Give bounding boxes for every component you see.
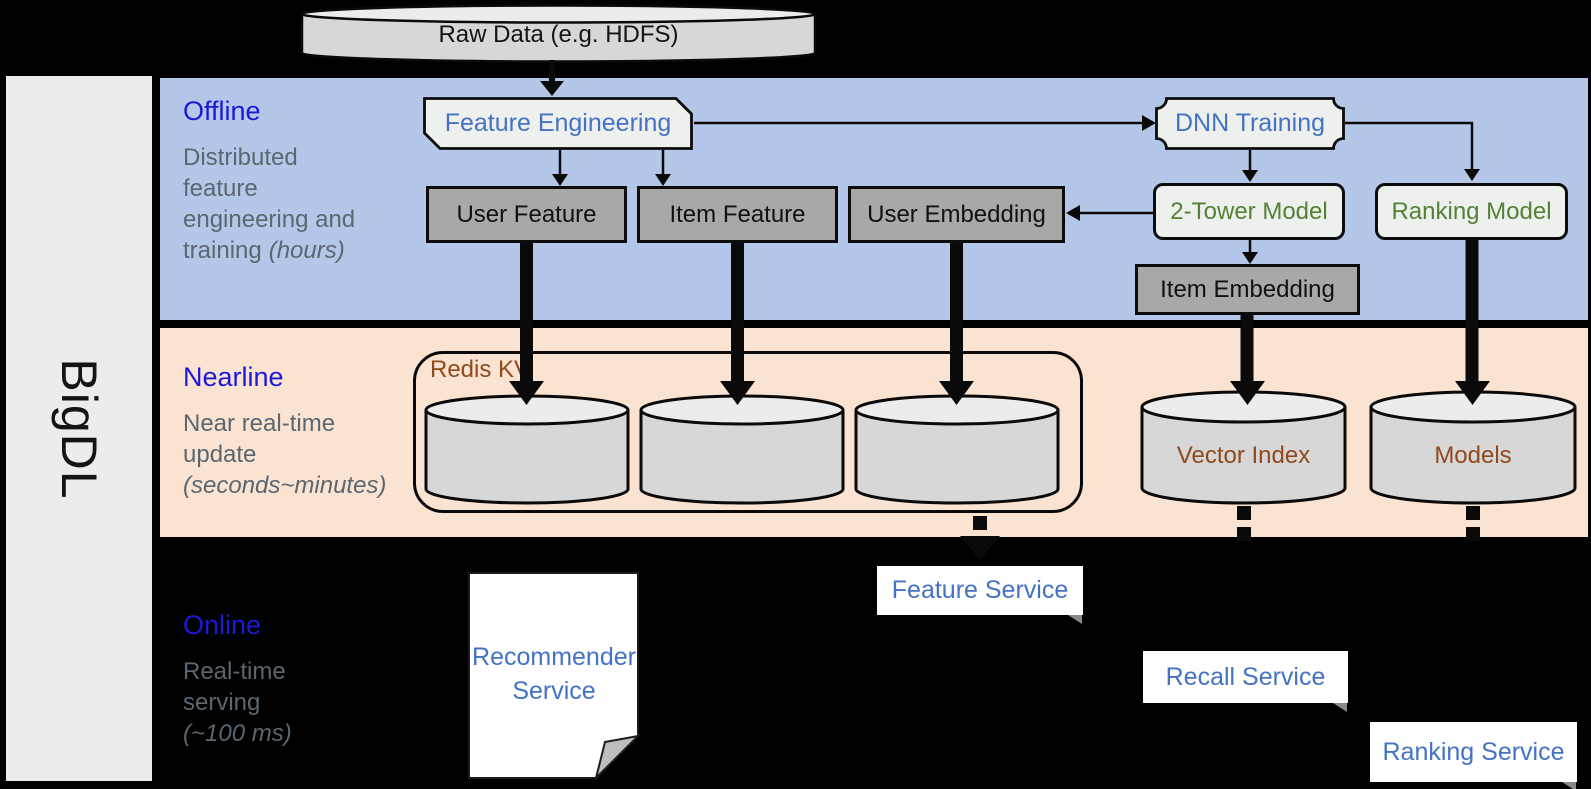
recommender-service-node: Recommender Service — [468, 572, 640, 780]
feature-service-node: Feature Service — [877, 566, 1083, 624]
offline-section-label: Offline Distributed feature engineering … — [183, 96, 423, 266]
desc-line: training(hours) — [183, 235, 423, 266]
cylinder-shape — [639, 394, 845, 505]
feature-engineering-node: Feature Engineering — [423, 97, 693, 150]
models-store: Models — [1369, 390, 1577, 505]
bigdl-brand-label: BigDL — [51, 357, 107, 500]
online-description: Real-time serving (~100 ms) — [183, 656, 423, 749]
plaque-shape — [1155, 97, 1345, 150]
offline-title: Offline — [183, 96, 261, 126]
ranking-service-node: Ranking Service — [1370, 722, 1577, 789]
two-tower-model-node: 2-Tower Model — [1153, 183, 1345, 240]
desc-qualifier: (seconds~minutes) — [183, 472, 387, 499]
item-feature-node: Item Feature — [637, 186, 838, 243]
bigdl-sidebar: BigDL — [6, 76, 152, 781]
offline-description: Distributed feature engineering and trai… — [183, 142, 423, 266]
online-title: Online — [183, 610, 262, 640]
redis-kv-container — [413, 351, 1083, 513]
user-embedding-node: User Embedding — [848, 186, 1065, 243]
dnn-training-label: DNN Training — [1174, 109, 1326, 137]
desc-line: update — [183, 441, 257, 468]
desc-line: Real-time — [183, 658, 286, 685]
nearline-description: Near real-time update (seconds~minutes) — [183, 408, 423, 501]
nearline-title: Nearline — [183, 362, 284, 392]
recall-service-node: Recall Service — [1143, 651, 1348, 712]
vector-index-store: Vector Index — [1140, 390, 1347, 505]
cylinder-shape — [424, 394, 630, 505]
raw-data-store: Raw Data (e.g. HDFS) — [300, 4, 817, 63]
recommender-service-label: Recommender Service — [472, 643, 636, 705]
nearline-section-label: Nearline Near real-time update (seconds~… — [183, 362, 423, 501]
item-embedding-node: Item Embedding — [1135, 264, 1360, 315]
online-section-label: Online Real-time serving (~100 ms) — [183, 610, 423, 749]
cylinder-shape — [1369, 390, 1577, 505]
redis-shard-cylinder — [854, 394, 1060, 505]
desc-qualifier: (hours) — [268, 237, 345, 264]
snip-corner-shape — [423, 97, 693, 150]
models-label: Models — [1434, 441, 1512, 469]
desc-line: Distributed — [183, 144, 298, 171]
desc-text: training — [183, 237, 262, 264]
redis-shard-cylinder — [639, 394, 845, 505]
cylinder-shape — [300, 4, 817, 63]
document-shape — [468, 572, 640, 780]
desc-line: Near real-time — [183, 410, 336, 437]
feature-engineering-label: Feature Engineering — [444, 109, 672, 137]
cylinder-shape — [854, 394, 1060, 505]
desc-line: (seconds~minutes) — [183, 470, 423, 501]
dnn-training-node: DNN Training — [1155, 97, 1345, 150]
desc-line: engineering and — [183, 206, 356, 233]
redis-shard-cylinder — [424, 394, 630, 505]
desc-line: (~100 ms) — [183, 718, 423, 749]
raw-data-label: Raw Data (e.g. HDFS) — [438, 20, 679, 48]
redis-kv-label: Redis KV — [430, 356, 531, 383]
desc-qualifier: (~100 ms) — [183, 720, 292, 747]
cylinder-shape — [1140, 390, 1347, 505]
ranking-model-node: Ranking Model — [1375, 183, 1568, 240]
user-feature-node: User Feature — [426, 186, 627, 243]
desc-line: feature — [183, 175, 258, 202]
vector-index-label: Vector Index — [1176, 441, 1311, 469]
desc-line: serving — [183, 689, 261, 716]
